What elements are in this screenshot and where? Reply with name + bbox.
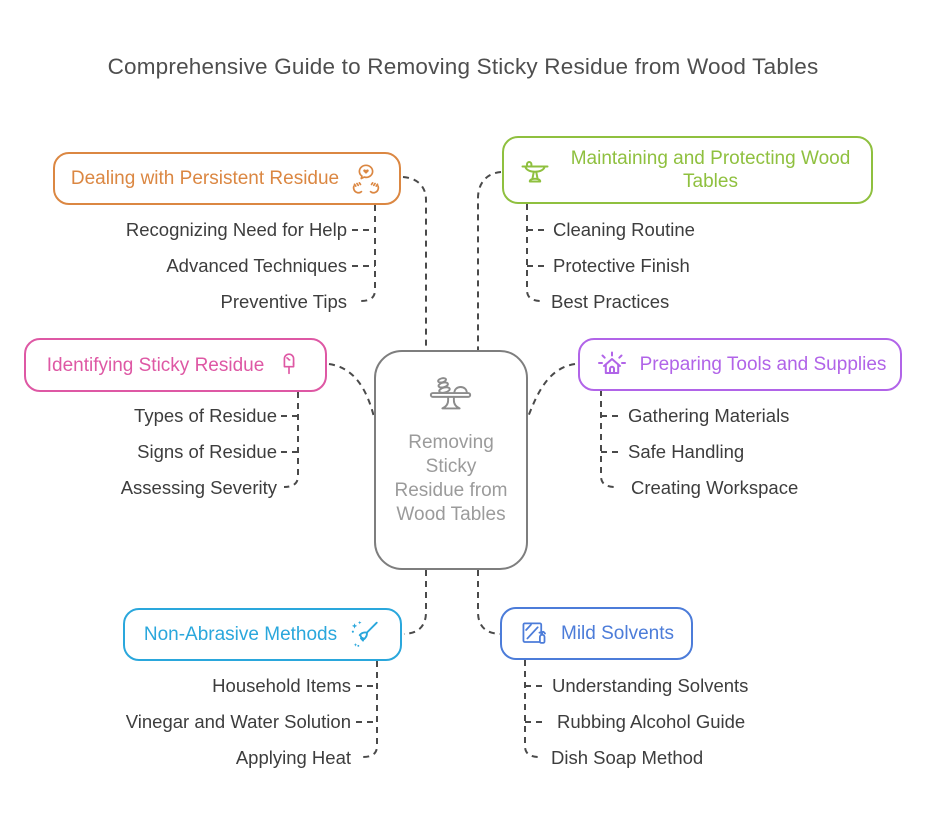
connector-center-nonabrasive [403, 570, 427, 635]
subitem-recognizing-need[interactable]: Recognizing Need for Help [125, 219, 347, 240]
center-node-label: Removing Sticky Residue from Wood Tables [394, 432, 508, 525]
subitem-protective-finish[interactable]: Protective Finish [553, 255, 690, 276]
rail-nonabrasive [362, 661, 378, 758]
branch-label-persistent: Dealing with Persistent Residue [70, 168, 340, 189]
hands-heart-icon [349, 162, 383, 196]
subitem-applying-heat[interactable]: Applying Heat [235, 747, 351, 768]
branch-node-preparing[interactable]: Preparing Tools and Supplies [578, 338, 902, 391]
subitem-assessing-severity[interactable]: Assessing Severity [120, 477, 277, 498]
page-title: Comprehensive Guide to Removing Sticky R… [107, 54, 819, 79]
branch-label-identifying: Identifying Sticky Residue [46, 354, 265, 376]
subitem-creating-workspace[interactable]: Creating Workspace [631, 477, 799, 498]
subitem-cleaning-routine[interactable]: Cleaning Routine [553, 219, 695, 240]
branch-node-nonabrasive[interactable]: Non-Abrasive Methods [123, 608, 402, 661]
popsicle-icon [274, 349, 304, 381]
branch-label-maintaining: Maintaining and Protecting Wood Tables [570, 148, 851, 192]
rail-identifying [283, 392, 299, 488]
subitem-dish-soap[interactable]: Dish Soap Method [551, 747, 704, 768]
connector-preparing-center [527, 363, 576, 418]
subitem-best-practices[interactable]: Best Practices [551, 291, 670, 312]
table-stand-icon [424, 370, 478, 423]
subitem-vinegar-water[interactable]: Vinegar and Water Solution [125, 711, 351, 732]
branch-node-identifying[interactable]: Identifying Sticky Residue [24, 338, 327, 392]
house-sparkle-icon [594, 347, 630, 383]
spray-window-icon [519, 618, 551, 650]
rail-preparing [600, 390, 616, 488]
branch-node-persistent-residue[interactable]: Dealing with Persistent Residue [53, 152, 401, 205]
branch-label-nonabrasive: Non-Abrasive Methods [143, 624, 338, 645]
rail-maintaining [526, 204, 542, 302]
subitem-understanding-solvents[interactable]: Understanding Solvents [552, 675, 749, 696]
subitem-gathering-materials[interactable]: Gathering Materials [628, 405, 790, 426]
subitem-types-of-residue[interactable]: Types of Residue [134, 405, 277, 426]
branch-label-preparing: Preparing Tools and Supplies [639, 354, 887, 375]
rail-persistent [360, 205, 376, 302]
center-node[interactable]: Removing Sticky Residue from Wood Tables [374, 350, 528, 570]
subitem-rubbing-alcohol[interactable]: Rubbing Alcohol Guide [557, 711, 746, 732]
subitem-preventive-tips[interactable]: Preventive Tips [220, 291, 347, 312]
subitem-household-items[interactable]: Household Items [212, 675, 351, 696]
pedestal-table-icon [517, 152, 553, 188]
connector-maintaining-center [477, 171, 502, 350]
subitem-advanced-techniques[interactable]: Advanced Techniques [166, 255, 347, 276]
broom-sparkle-icon [347, 618, 381, 652]
connector-persistent-center [402, 176, 427, 350]
branch-node-solvents[interactable]: Mild Solvents [500, 607, 693, 660]
connector-identifying-center [328, 363, 375, 418]
branch-label-solvents: Mild Solvents [561, 623, 674, 644]
subitem-signs-of-residue[interactable]: Signs of Residue [137, 441, 277, 462]
subitem-safe-handling[interactable]: Safe Handling [628, 441, 745, 462]
rail-solvents [524, 660, 540, 758]
connector-center-solvents [477, 570, 501, 635]
branch-node-maintaining[interactable]: Maintaining and Protecting Wood Tables [502, 136, 873, 204]
